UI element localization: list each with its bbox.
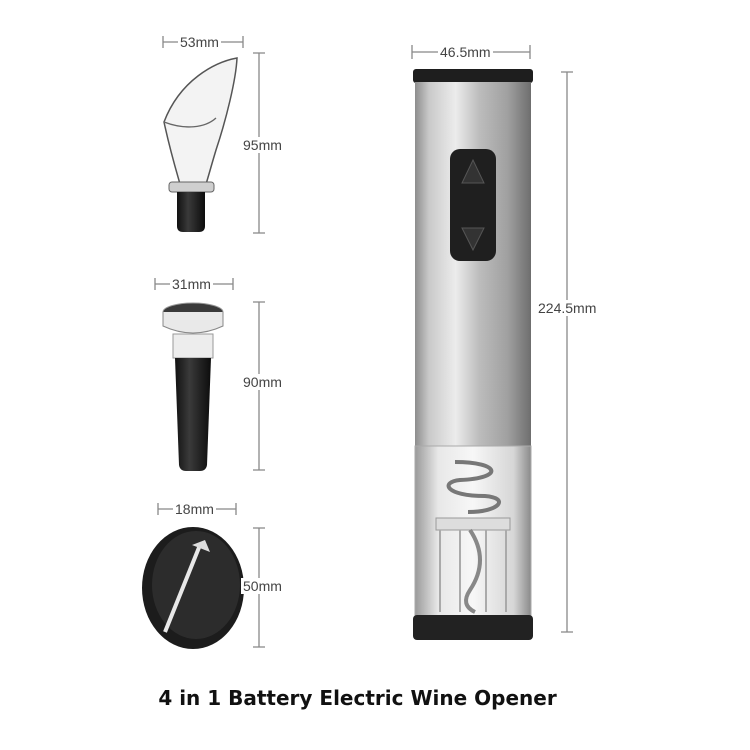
stopper-width-label: 31mm <box>170 276 213 292</box>
foil-cutter-image <box>142 527 244 649</box>
vacuum-stopper-image <box>162 302 224 471</box>
electric-opener-image <box>413 69 533 640</box>
pourer-height-label: 95mm <box>241 137 284 153</box>
cutter-height-label: 50mm <box>241 578 284 594</box>
cutter-width-label: 18mm <box>173 501 216 517</box>
opener-width-label: 46.5mm <box>438 44 493 60</box>
stopper-height-label: 90mm <box>241 374 284 390</box>
opener-height-label: 224.5mm <box>536 300 599 316</box>
pourer-width-label: 53mm <box>178 34 221 50</box>
pourer-image <box>163 57 238 232</box>
product-title: 4 in 1 Battery Electric Wine Opener <box>158 686 557 710</box>
